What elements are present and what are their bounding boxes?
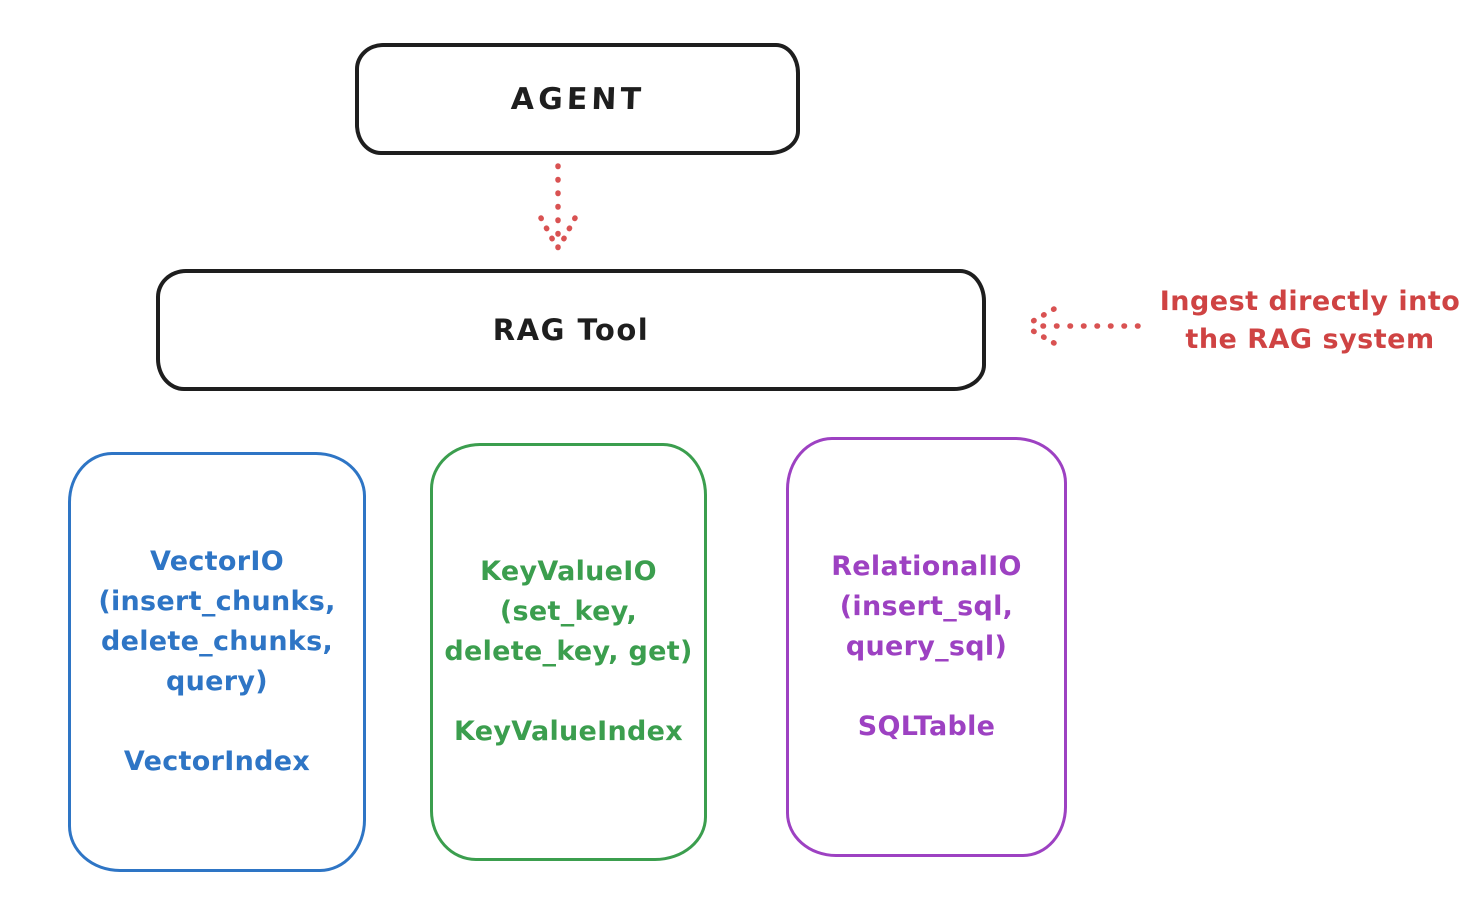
node-text-line: KeyValueIO: [480, 556, 657, 587]
node-text-line: RelationalIO: [831, 551, 1022, 582]
dotted-left-arrow-icon: [1025, 306, 1141, 346]
node-text-line: SQLTable: [857, 711, 996, 742]
node-text-line: VectorIndex: [123, 746, 311, 777]
node-text-line: (set_key,: [499, 596, 638, 627]
node-text-line: KeyValueIndex: [453, 716, 683, 747]
ingest-annotation-line: Ingest directly into: [1159, 286, 1461, 317]
rag-tool-node-label: RAG Tool: [492, 313, 650, 347]
node-text-line: (insert_chunks,: [98, 586, 336, 617]
node-text-line: query_sql): [845, 631, 1008, 662]
dotted-down-arrow-icon: [538, 163, 578, 257]
node-text-line: query): [166, 666, 268, 697]
node-text-line: (insert_sql,: [839, 591, 1014, 622]
ingest-annotation-line: the RAG system: [1185, 324, 1435, 355]
agent-node-label: AGENT: [509, 81, 646, 117]
relational-io-node: RelationalIO (insert_sql, query_sql) SQL…: [786, 437, 1067, 857]
node-text-line: delete_key, get): [444, 636, 693, 667]
rag-tool-node: RAG Tool: [156, 269, 986, 391]
ingest-annotation: Ingest directly into the RAG system: [1142, 283, 1478, 359]
node-text-line: VectorIO: [150, 546, 284, 577]
vector-io-node: VectorIO (insert_chunks, delete_chunks, …: [68, 452, 366, 872]
node-text-line: delete_chunks,: [100, 626, 334, 657]
agent-node: AGENT: [355, 43, 800, 155]
key-value-io-node: KeyValueIO (set_key, delete_key, get) Ke…: [430, 443, 707, 861]
